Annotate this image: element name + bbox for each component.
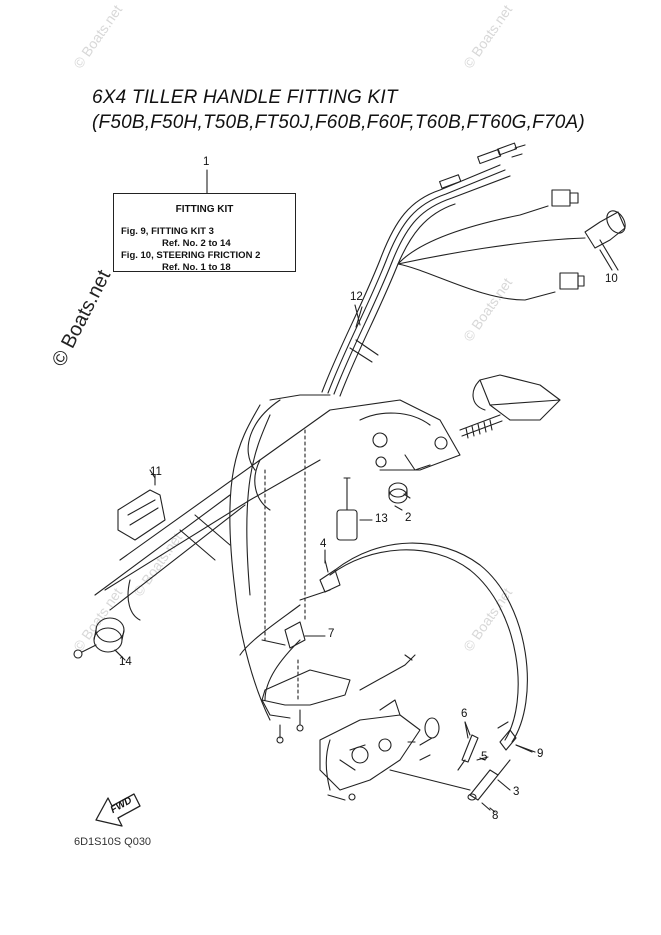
callout-1: 1: [203, 156, 210, 168]
callout-3: 3: [513, 786, 520, 798]
diagram-code: 6D1S10S Q030: [74, 836, 152, 848]
bracket-plate: [261, 669, 351, 744]
callout-5: 5: [481, 751, 488, 763]
clip-part-9: [497, 721, 536, 753]
cable-bundle: [321, 142, 626, 397]
callout-4: 4: [320, 538, 327, 550]
spacer-part-14: [73, 617, 126, 661]
tiller-handle-body: [94, 394, 461, 721]
diagram-title: 6X4 TILLER HANDLE FITTING KIT: [92, 87, 398, 108]
diagram-subtitle: (F50B,F50H,T50B,FT50J,F60B,F60F,T60B,FT6…: [92, 112, 585, 133]
callout-2: 2: [405, 512, 412, 524]
callout-14: 14: [119, 656, 132, 668]
fitting-kit-label: FITTING KIT Fig. 9, FITTING KIT 3 Ref. N…: [113, 193, 296, 273]
pin-part-8: [481, 802, 491, 811]
callout-13: 13: [375, 513, 388, 525]
fwd-arrow-icon: [95, 793, 141, 827]
callout-8: 8: [492, 810, 499, 822]
callout-7: 7: [328, 628, 335, 640]
callout-9: 9: [537, 748, 544, 760]
callout-10: 10: [605, 273, 618, 285]
fitting-kit-heading: FITTING KIT: [175, 204, 234, 215]
nut-part-2: [388, 482, 411, 504]
fitting-kit-line: Ref. No. 1 to 18: [162, 262, 231, 273]
callout-11: 11: [150, 466, 162, 478]
clamp-part-4: [299, 559, 341, 601]
mounting-bracket: [459, 374, 561, 439]
callout-6: 6: [461, 708, 468, 720]
cable-end-part-6: [457, 721, 479, 771]
linkage-assembly: [319, 654, 471, 801]
fitting-kit-line: Fig. 10, STEERING FRICTION 2: [121, 250, 261, 261]
fitting-kit-line: Fig. 9, FITTING KIT 3: [121, 226, 214, 237]
switch-part-13: [336, 477, 371, 541]
callout-12: 12: [350, 291, 363, 303]
throttle-grip-part-11: [117, 474, 166, 541]
fitting-kit-line: Ref. No. 2 to 14: [162, 238, 231, 249]
control-cable-loop: [239, 542, 528, 743]
cable-end-part-3: [467, 759, 511, 801]
